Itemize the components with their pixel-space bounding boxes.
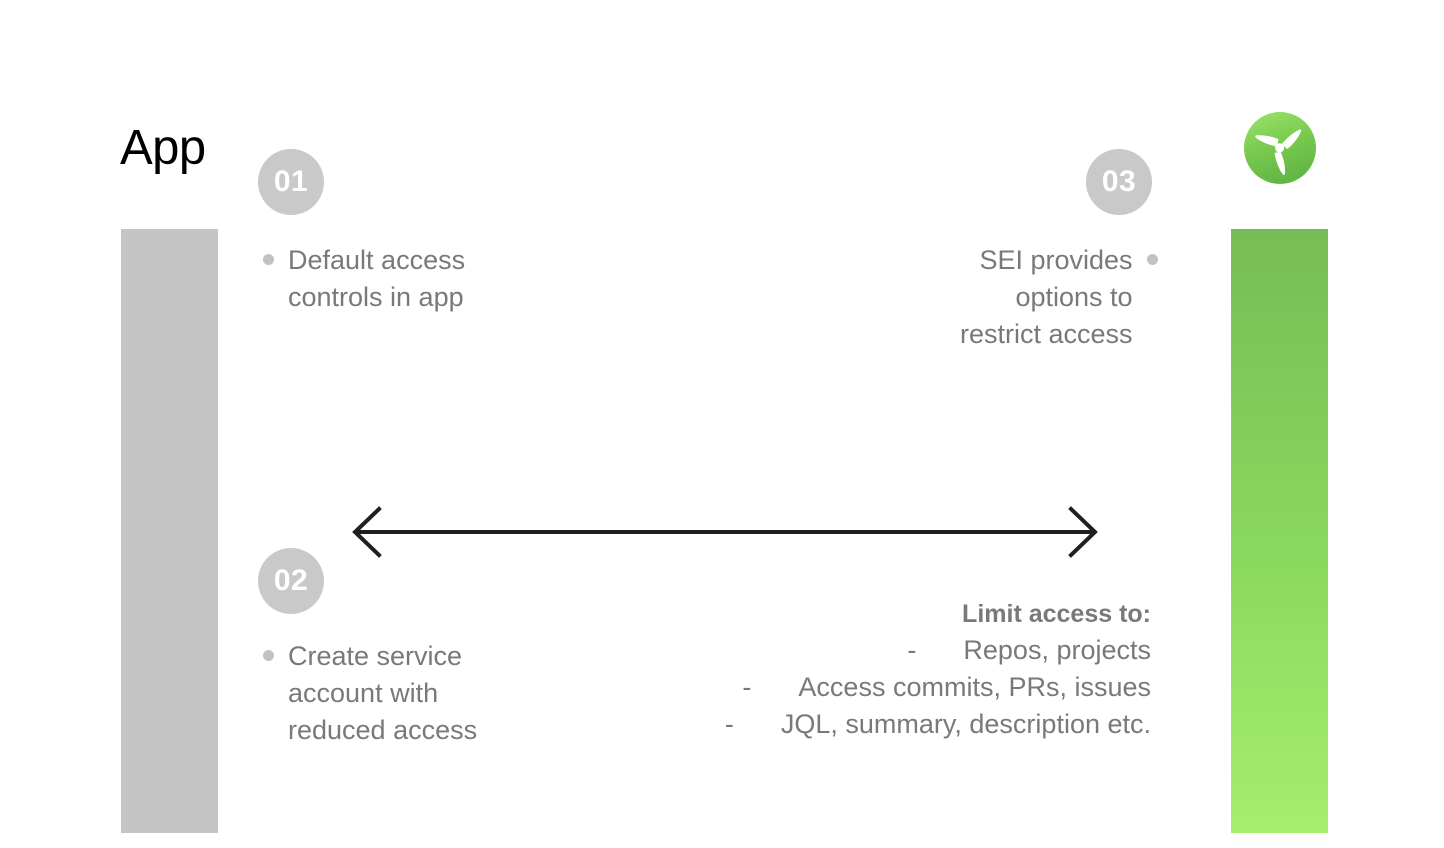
dash-bullet: - bbox=[907, 635, 917, 665]
step-circle-01: 01 bbox=[258, 149, 324, 215]
page-title: App bbox=[120, 121, 206, 175]
limit-access-item: - JQL, summary, description etc. bbox=[725, 706, 1151, 743]
propeller-logo bbox=[1243, 111, 1317, 185]
dash-bullet: - bbox=[742, 672, 752, 702]
double-headed-arrow bbox=[350, 500, 1100, 566]
step-item-02: Create service account with reduced acce… bbox=[263, 638, 477, 749]
step-circle-03: 03 bbox=[1086, 149, 1152, 215]
dash-bullet: - bbox=[724, 709, 734, 739]
step-item-01: Default access controls in app bbox=[263, 242, 465, 316]
limit-access-item: - Repos, projects bbox=[725, 632, 1151, 669]
limit-access-item-label: JQL, summary, description etc. bbox=[780, 709, 1151, 739]
step-item-03: SEI provides options to restrict access bbox=[960, 242, 1158, 353]
limit-access-item-label: Access commits, PRs, issues bbox=[798, 672, 1151, 702]
bullet-dot-icon bbox=[263, 650, 274, 661]
left-gray-bar bbox=[121, 229, 218, 833]
step-text-01: Default access controls in app bbox=[288, 245, 466, 312]
step-text-02: Create service account with reduced acce… bbox=[288, 641, 478, 745]
step-circle-02: 02 bbox=[258, 548, 324, 614]
limit-access-item-label: Repos, projects bbox=[963, 635, 1151, 665]
bullet-dot-icon bbox=[1146, 254, 1158, 265]
step-text-03: SEI provides options to restrict access bbox=[960, 245, 1133, 349]
bullet-dot-icon bbox=[263, 254, 274, 265]
limit-access-block: Limit access to: - Repos, projects - Acces… bbox=[725, 596, 1151, 743]
limit-access-heading: Limit access to: bbox=[962, 600, 1151, 628]
limit-access-item: - Access commits, PRs, issues bbox=[725, 669, 1151, 706]
right-green-bar bbox=[1231, 229, 1328, 833]
